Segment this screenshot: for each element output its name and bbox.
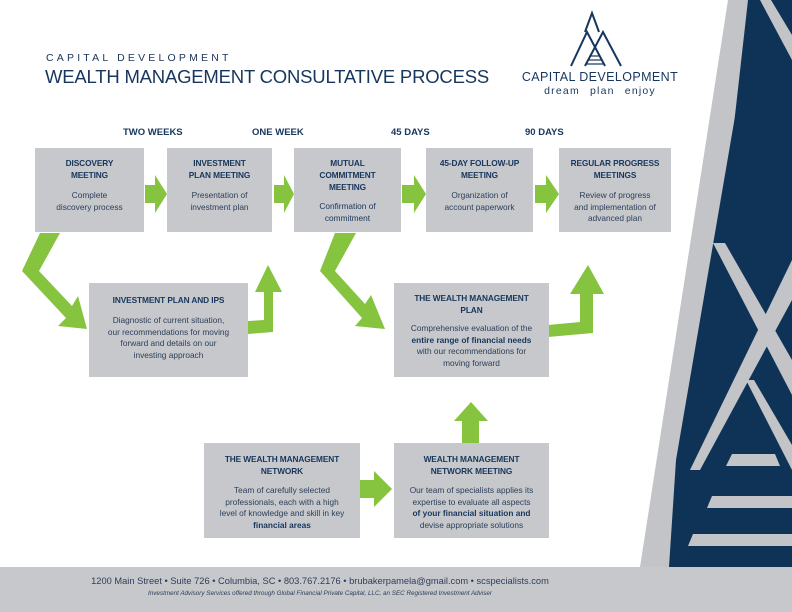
footer-contact-info: 1200 Main Street • Suite 726 • Columbia,… bbox=[91, 576, 549, 586]
arrow-bent-down-icon bbox=[22, 233, 87, 329]
graphic-stroke bbox=[690, 260, 792, 470]
timeline-label-two-weeks: TWO WEEKS bbox=[123, 127, 183, 138]
arrow-right-icon bbox=[145, 175, 167, 213]
arrow-right-icon bbox=[274, 175, 294, 213]
graphic-stroke bbox=[760, 0, 792, 60]
ips-description: Diagnostic of current situation,our reco… bbox=[107, 315, 230, 360]
page-title: WEALTH MANAGEMENT CONSULTATIVE PROCESS bbox=[45, 66, 489, 87]
footer-disclaimer: Investment Advisory Services offered thr… bbox=[148, 590, 492, 597]
timeline-label-one-week: ONE WEEK bbox=[252, 127, 304, 138]
timeline-label-45-days: 45 DAYS bbox=[391, 127, 430, 138]
graphic-stair bbox=[688, 534, 792, 546]
arrow-up-icon bbox=[454, 402, 488, 443]
company-logo: CAPITAL DEVELOPMENT dream plan enjoy bbox=[520, 10, 680, 105]
arrow-bent-up-icon bbox=[548, 265, 604, 337]
logo-company-name: CAPITAL DEVELOPMENT bbox=[521, 70, 679, 84]
mountain-peaks-icon bbox=[570, 10, 622, 67]
graphic-stair bbox=[726, 454, 780, 466]
arrow-bent-down-icon bbox=[320, 233, 385, 329]
ips-title: INVESTMENT PLAN AND IPS bbox=[112, 295, 225, 305]
footer: 1200 Main Street • Suite 726 • Columbia,… bbox=[0, 567, 792, 612]
graphic-stair bbox=[707, 496, 792, 508]
arrow-right-icon bbox=[535, 175, 559, 213]
arrow-right-icon bbox=[360, 471, 392, 507]
graphic-stroke bbox=[713, 243, 792, 395]
graphic-navy-top bbox=[718, 0, 792, 250]
logo-tagline: dream plan enjoy bbox=[544, 85, 656, 97]
arrow-bent-up-icon bbox=[248, 265, 282, 334]
timeline-label-90-days: 90 DAYS bbox=[525, 127, 564, 138]
graphic-stroke bbox=[746, 380, 792, 470]
investment-plan-and-ips: INVESTMENT PLAN AND IPS Diagnostic of cu… bbox=[89, 283, 248, 377]
company-eyebrow: CAPITAL DEVELOPMENT bbox=[46, 52, 232, 64]
arrow-right-icon bbox=[402, 175, 426, 213]
